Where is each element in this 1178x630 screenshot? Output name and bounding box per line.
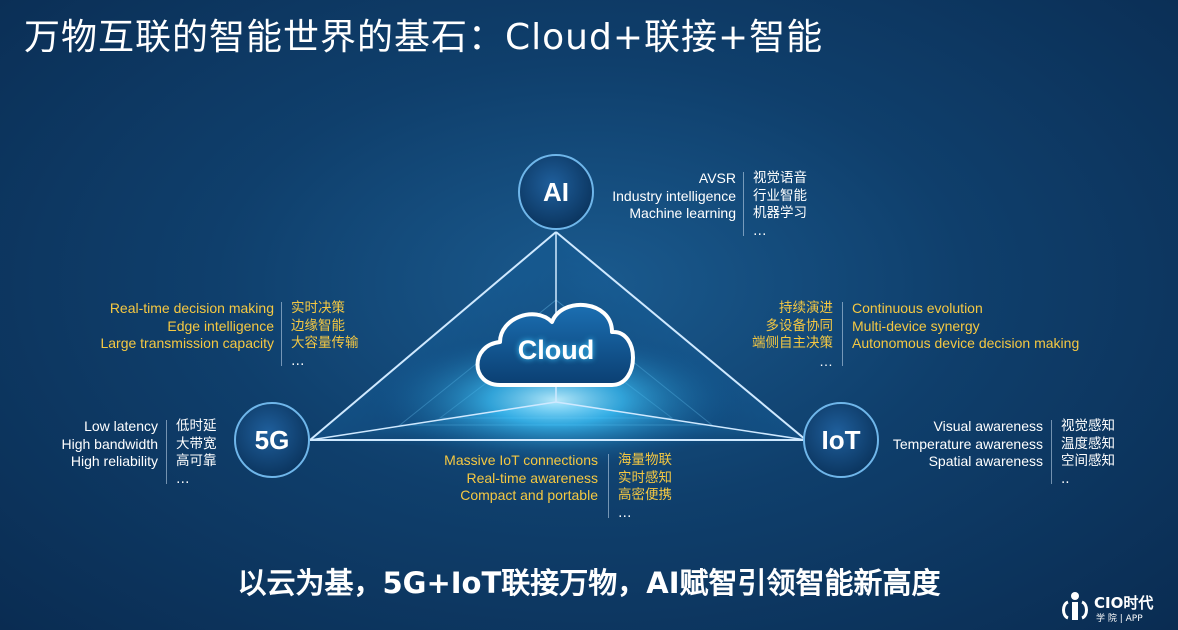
list-item: 实时决策 <box>291 300 345 316</box>
iot-node <box>803 402 879 478</box>
list-item: 高密便携 <box>618 487 672 503</box>
list-item: Visual awareness <box>933 418 1043 434</box>
list-item: 视觉感知 <box>1061 418 1115 434</box>
list-item: Machine learning <box>629 205 736 221</box>
list-item: 实时感知 <box>618 469 672 486</box>
page-title: 万物互联的智能世界的基石：Cloud+联接+智能 <box>24 17 824 58</box>
list-item: Spatial awareness <box>928 453 1043 469</box>
fiveg-feature-list: Low latency High bandwidth High reliabil… <box>40 418 240 490</box>
list-item: Compact and portable <box>460 487 598 503</box>
list-item: Real-time awareness <box>466 469 599 486</box>
ai-label: AI <box>543 177 569 207</box>
list-item: 持续演进 <box>779 300 833 316</box>
list-item: 机器学习 <box>753 205 807 221</box>
list-item: … <box>819 352 833 369</box>
list-item: Industry intelligence <box>612 187 736 204</box>
slogan: 以云为基，5G+IoT联接万物，AI赋智引领智能新高度 <box>237 566 941 600</box>
device-feature-list: 持续演进 多设备协同 端侧自主决策 … Continuous evolution… <box>740 300 1100 372</box>
list-item: Continuous evolution <box>852 300 983 316</box>
list-item: 高可靠 <box>176 453 217 469</box>
list-item: Real-time decision making <box>109 300 274 316</box>
list-item: Multi-device synergy <box>852 317 980 334</box>
list-item: AVSR <box>698 170 736 186</box>
list-item: 低时延 <box>176 418 217 434</box>
iot-connection-feature-list: Massive IoT connections Real-time awaren… <box>420 452 700 524</box>
list-item: 温度感知 <box>1061 435 1115 452</box>
list-item: 行业智能 <box>753 187 807 204</box>
list-item: Low latency <box>84 418 158 434</box>
list-item: 边缘智能 <box>291 317 345 334</box>
list-item: Autonomous device decision making <box>852 335 1080 351</box>
fiveg-label: 5G <box>254 425 290 455</box>
list-item: … <box>176 470 190 487</box>
logo-sub-text: 学 院 | APP <box>1096 614 1143 624</box>
list-item: 多设备协同 <box>765 317 834 334</box>
iot-label: IoT <box>821 425 861 455</box>
iot-feature-list: Visual awareness Temperature awareness S… <box>880 418 1140 490</box>
ai-node <box>518 154 594 230</box>
list-item: 大带宽 <box>176 435 217 452</box>
pyramid <box>309 231 807 470</box>
list-item: … <box>753 222 767 239</box>
list-item: … <box>618 504 632 521</box>
list-item: High reliability <box>70 453 158 469</box>
logo-brand-text: CIO时代 <box>1094 594 1154 612</box>
list-item: 端侧自主决策 <box>752 335 833 351</box>
list-item: … <box>291 352 305 369</box>
edge-feature-list: Real-time decision making Edge intellige… <box>80 300 380 372</box>
cloud-label: Cloud <box>517 335 595 365</box>
list-item: 海量物联 <box>618 452 672 468</box>
list-item: 空间感知 <box>1061 453 1115 469</box>
logo-mark-icon <box>1062 592 1088 620</box>
list-item: High bandwidth <box>61 435 158 452</box>
list-item: 视觉语音 <box>753 170 807 186</box>
list-item: Large transmission capacity <box>100 335 274 351</box>
fiveg-node <box>234 402 310 478</box>
ai-feature-list: AVSR Industry intelligence Machine learn… <box>600 170 820 242</box>
list-item: Edge intelligence <box>167 317 274 334</box>
brand-logo: CIO时代 学 院 | APP <box>1058 590 1168 626</box>
cloud-icon <box>475 302 635 387</box>
list-item: Massive IoT connections <box>444 452 598 468</box>
list-item: .. <box>1061 470 1070 487</box>
list-item: 大容量传输 <box>291 335 359 351</box>
list-item: Temperature awareness <box>892 435 1043 452</box>
